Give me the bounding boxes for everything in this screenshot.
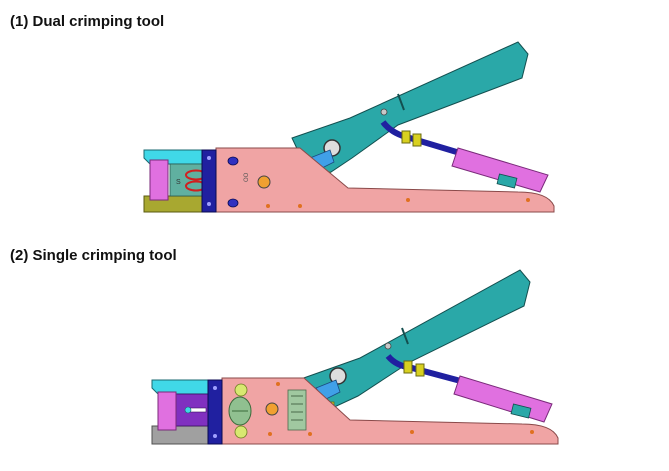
pink-pusher	[451, 147, 549, 193]
single-crimping-tool-svg	[151, 269, 559, 445]
green-pad-bottom	[234, 425, 248, 439]
blue-side-plate	[207, 379, 223, 445]
body-hole-5	[526, 198, 530, 202]
body-hole-4	[406, 198, 410, 202]
head-pink-pad	[157, 391, 177, 431]
spring-coil	[401, 130, 411, 144]
body-marking: OO	[244, 172, 250, 182]
single-crimping-tool-drawing	[0, 262, 669, 467]
blue-bolt-top	[227, 156, 239, 166]
body-hole-3	[298, 204, 302, 208]
pivot-pin	[329, 367, 347, 385]
body-hole-3	[308, 432, 312, 436]
die-pin-head	[184, 406, 192, 414]
spring-coil-2	[412, 133, 422, 147]
body-hole-4	[410, 430, 414, 434]
plate-screw-1	[207, 156, 211, 160]
handle-groove	[401, 327, 409, 345]
handle-rivet	[384, 342, 392, 350]
green-pad-top	[234, 383, 248, 397]
caption-dual-crimping-tool: (1) Dual crimping tool	[10, 13, 165, 30]
pink-pusher	[453, 375, 553, 423]
spring-coil	[403, 360, 413, 374]
head-marking: S	[176, 179, 181, 186]
main-body	[215, 147, 555, 213]
body-hole-5	[530, 430, 534, 434]
head-pink-pad	[149, 159, 169, 201]
dual-crimping-tool-drawing: OO S	[0, 30, 669, 230]
plate-screw-1	[213, 386, 217, 390]
body-bolt	[257, 175, 271, 189]
body-hole-2	[268, 432, 272, 436]
body-hole-2	[266, 204, 270, 208]
handle-rivet	[380, 108, 388, 116]
caption-single-crimping-tool: (2) Single crimping tool	[10, 247, 177, 264]
blue-bolt-bottom	[227, 198, 239, 208]
dual-crimping-tool-svg: OO S	[143, 41, 555, 213]
plate-screw-2	[213, 434, 217, 438]
body-bolt	[265, 402, 279, 416]
handle-groove	[397, 93, 405, 111]
spring-coil-2	[415, 363, 425, 377]
blue-side-plate	[201, 149, 217, 213]
pusher-end	[496, 173, 518, 189]
body-hole-1	[276, 382, 280, 386]
plate-screw-2	[207, 202, 211, 206]
pusher-end	[510, 403, 532, 419]
